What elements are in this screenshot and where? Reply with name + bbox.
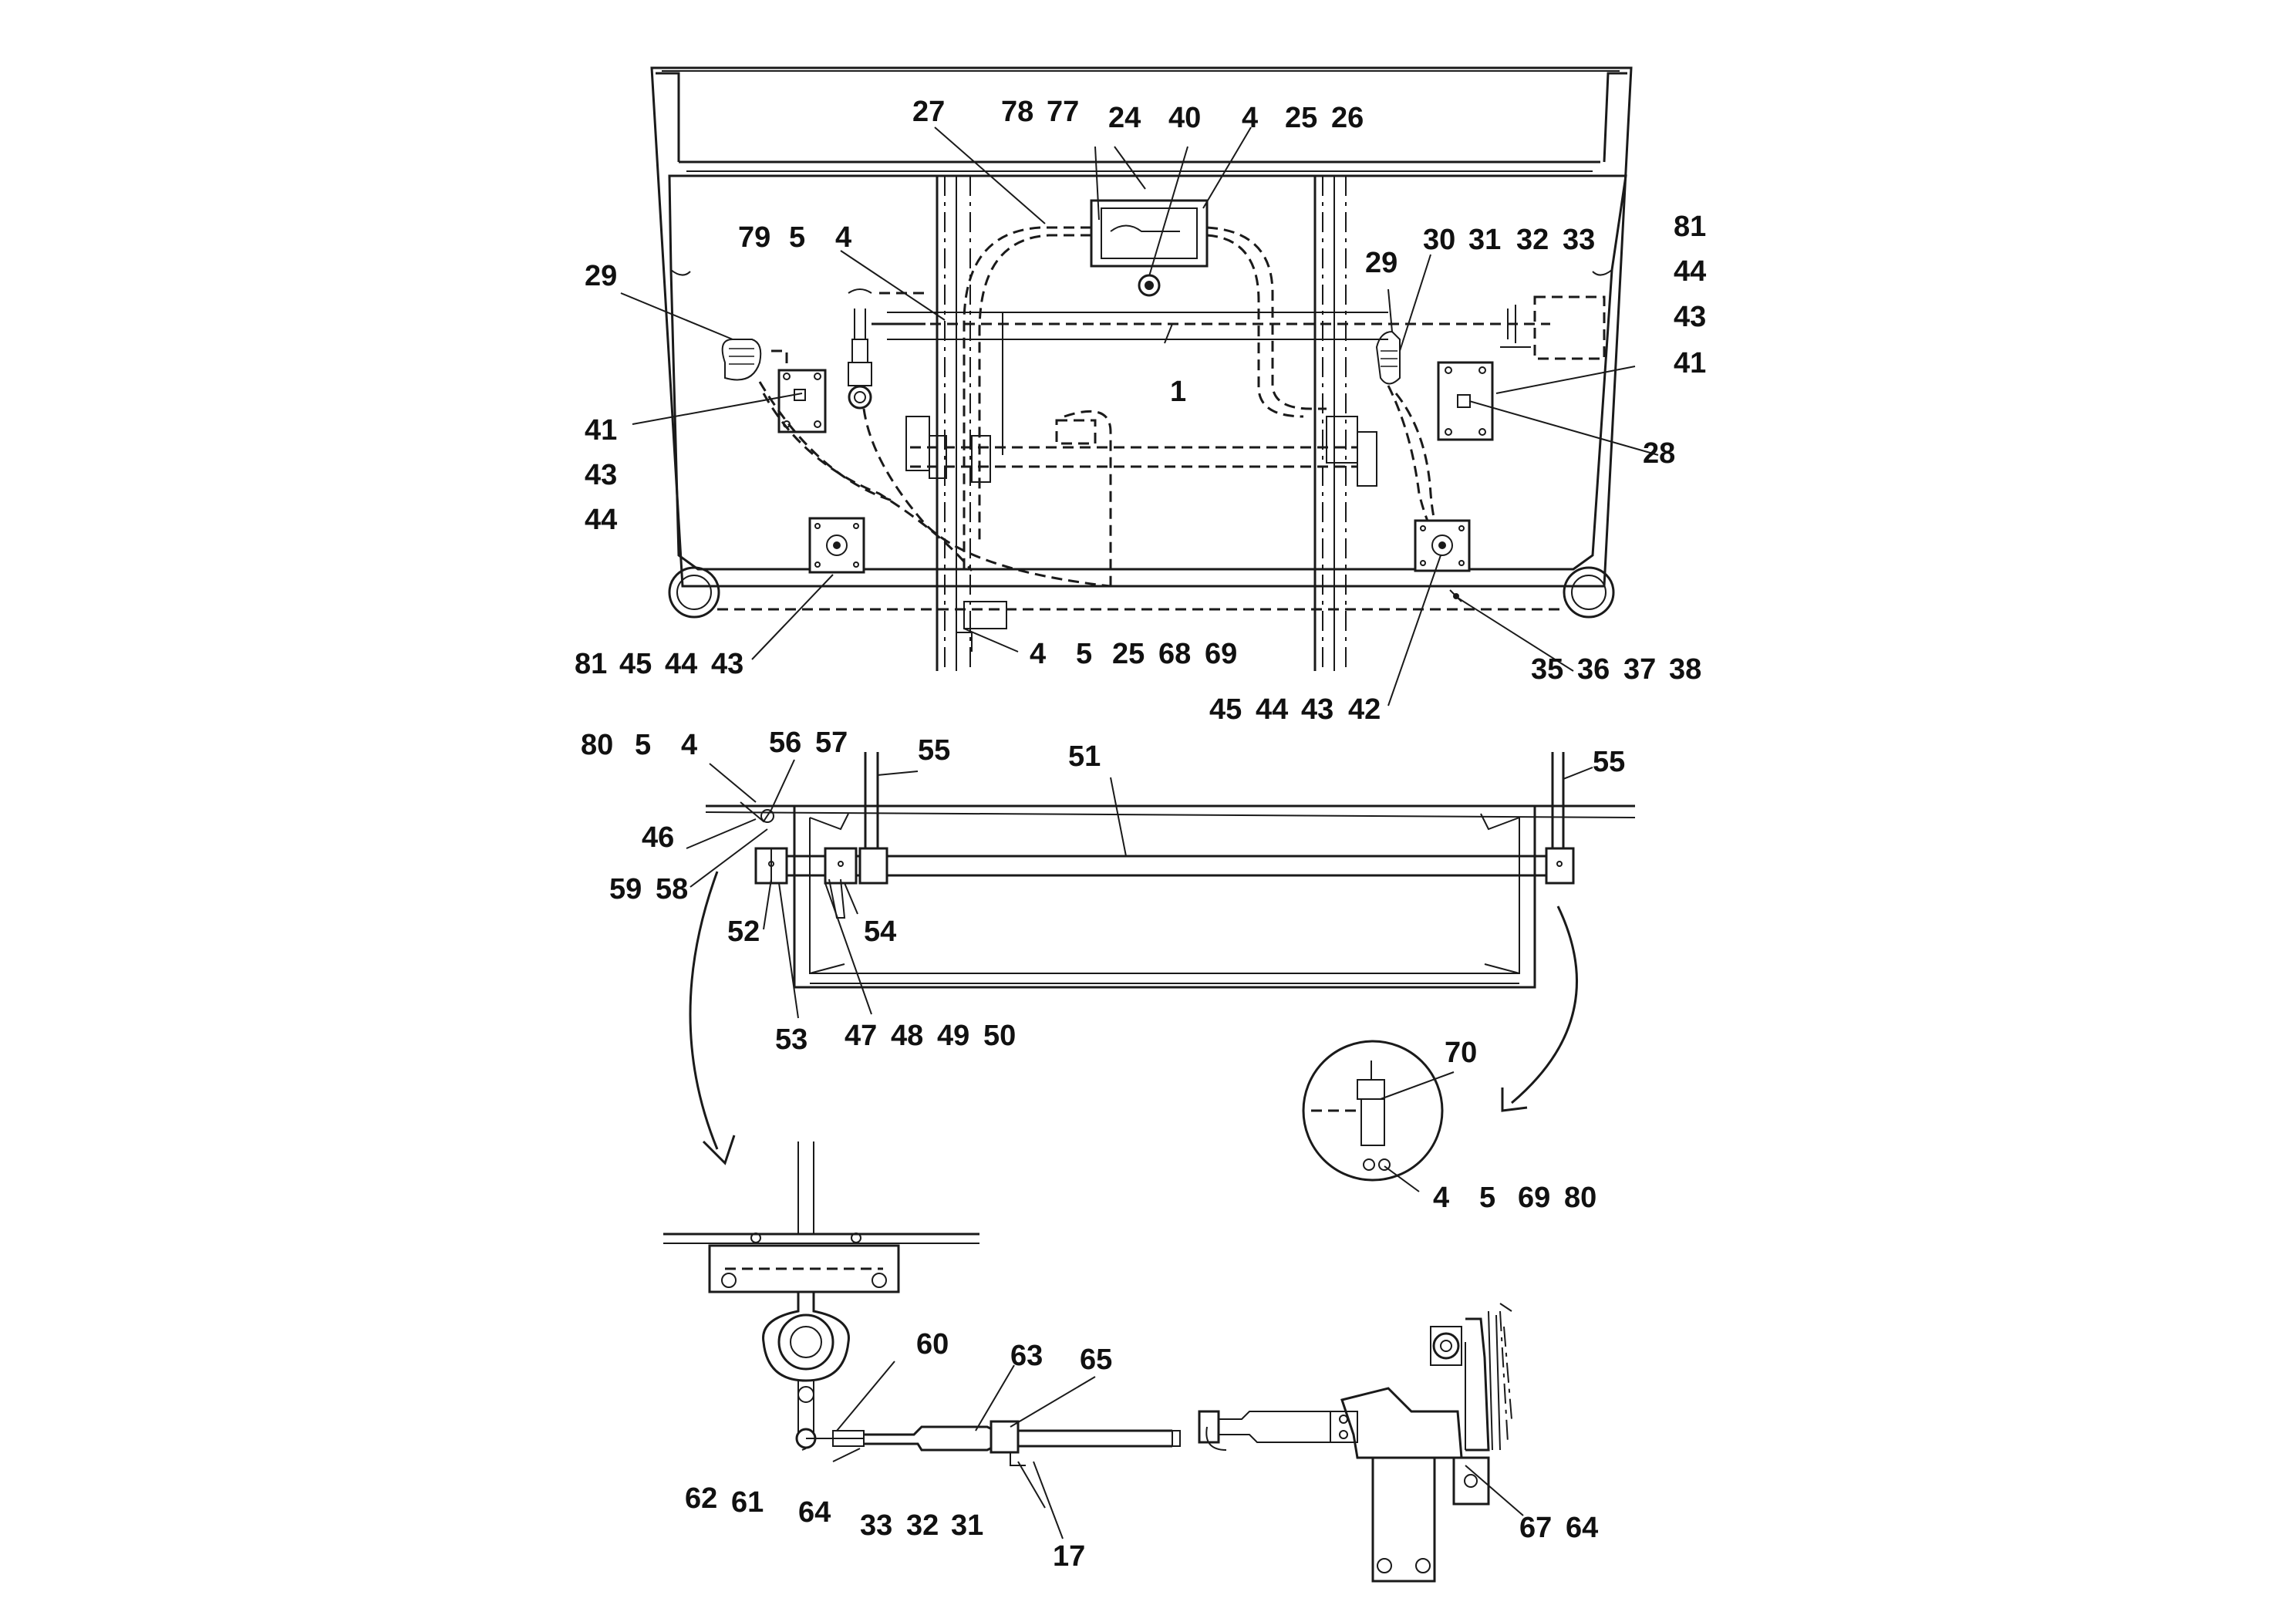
callout-53: 53 — [775, 1023, 807, 1056]
callout-55-left: 55 — [918, 734, 950, 767]
callout-67: 67 — [1519, 1512, 1552, 1544]
callout-43-right: 43 — [1674, 301, 1706, 333]
callout-31-low: 31 — [951, 1509, 983, 1542]
callout-24: 24 — [1108, 102, 1141, 134]
callout-54: 54 — [864, 916, 896, 948]
callout-25-bottom: 25 — [1112, 638, 1145, 670]
lower-linkage-assembly — [663, 1141, 1181, 1466]
callout-29-left: 29 — [585, 260, 617, 292]
callout-70: 70 — [1445, 1037, 1477, 1069]
callout-17: 17 — [1053, 1540, 1085, 1573]
callout-27: 27 — [912, 96, 945, 128]
callout-4-upper: 4 — [835, 221, 851, 254]
callout-81-bottom: 81 — [575, 648, 607, 680]
callout-51: 51 — [1068, 740, 1101, 773]
callout-44-right: 44 — [1674, 255, 1706, 288]
callout-47: 47 — [845, 1020, 877, 1052]
callout-38: 38 — [1669, 653, 1701, 686]
callout-32-low: 32 — [906, 1509, 939, 1542]
callout-56: 56 — [769, 727, 801, 759]
callout-79: 79 — [738, 221, 770, 254]
callout-4-detail: 4 — [1433, 1182, 1449, 1214]
callout-43-bottom-mid: 43 — [1301, 693, 1333, 726]
callout-25: 25 — [1285, 102, 1317, 134]
left-valve-assembly — [721, 288, 1111, 588]
callout-5-detail: 5 — [1479, 1182, 1495, 1214]
callout-80-detail: 80 — [1564, 1182, 1596, 1214]
callout-61: 61 — [731, 1486, 764, 1519]
callout-45-bottom-left: 45 — [619, 648, 652, 680]
callout-52: 52 — [727, 916, 760, 948]
right-valve-assembly — [1326, 295, 1606, 572]
callout-41-right: 41 — [1674, 347, 1706, 379]
middle-shaft-assembly — [689, 752, 1636, 1182]
lower-bracket-assembly — [1198, 1303, 1512, 1583]
callout-44-left: 44 — [585, 504, 617, 536]
callout-57: 57 — [815, 727, 848, 759]
callout-77: 77 — [1047, 96, 1079, 128]
callout-64-right: 64 — [1566, 1512, 1598, 1544]
callout-28: 28 — [1643, 437, 1675, 470]
callout-43-left: 43 — [585, 459, 617, 491]
callout-32: 32 — [1516, 224, 1549, 256]
callout-5-upper: 5 — [789, 221, 805, 254]
callout-4-mid: 4 — [681, 729, 697, 761]
callout-43-bottom-left: 43 — [711, 648, 743, 680]
callout-50: 50 — [983, 1020, 1016, 1052]
callout-45-bottom-mid: 45 — [1209, 693, 1242, 726]
callout-33-low: 33 — [860, 1509, 892, 1542]
callout-30: 30 — [1423, 224, 1455, 256]
leader-lines — [620, 126, 1659, 1539]
callout-46: 46 — [642, 821, 674, 854]
callout-4-top: 4 — [1242, 102, 1258, 134]
callout-5-mid: 5 — [635, 729, 651, 761]
callout-63: 63 — [1010, 1340, 1043, 1372]
callout-80-mid: 80 — [581, 729, 613, 761]
callout-labels: 27 78 77 24 40 4 25 26 79 5 4 29 30 31 3… — [575, 96, 1706, 1573]
callout-42: 42 — [1348, 693, 1381, 726]
callout-36: 36 — [1577, 653, 1610, 686]
callout-41-left: 41 — [585, 414, 617, 447]
callout-55-right: 55 — [1593, 746, 1625, 778]
callout-26: 26 — [1331, 102, 1364, 134]
callout-62: 62 — [685, 1482, 717, 1515]
callout-69: 69 — [1205, 638, 1237, 670]
callout-65: 65 — [1080, 1344, 1112, 1376]
callout-1: 1 — [1170, 376, 1186, 408]
callout-33: 33 — [1563, 224, 1595, 256]
callout-69-detail: 69 — [1518, 1182, 1550, 1214]
callout-35: 35 — [1531, 653, 1563, 686]
callout-58: 58 — [656, 873, 688, 905]
callout-81-right: 81 — [1674, 211, 1706, 243]
callout-64-left: 64 — [798, 1496, 831, 1529]
callout-40: 40 — [1168, 102, 1201, 134]
callout-48: 48 — [891, 1020, 923, 1052]
top-assembly-view — [650, 66, 1633, 671]
callout-44-bottom-left: 44 — [665, 648, 697, 680]
callout-44-bottom-mid: 44 — [1256, 693, 1288, 726]
callout-60: 60 — [916, 1328, 949, 1361]
callout-68: 68 — [1158, 638, 1191, 670]
callout-78: 78 — [1001, 96, 1033, 128]
callout-59: 59 — [609, 873, 642, 905]
callout-37: 37 — [1623, 653, 1656, 686]
callout-29-right: 29 — [1365, 247, 1397, 279]
callout-49: 49 — [937, 1020, 969, 1052]
callout-4-bottom-mid: 4 — [1030, 638, 1046, 670]
callout-5-bottom-mid: 5 — [1076, 638, 1092, 670]
callout-31: 31 — [1468, 224, 1501, 256]
